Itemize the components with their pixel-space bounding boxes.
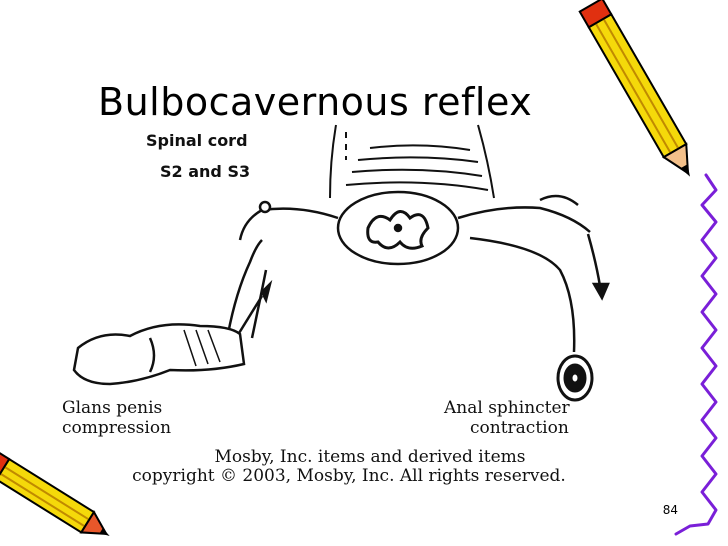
label-anal-line2: contraction	[470, 418, 569, 438]
efferent-pathway	[470, 234, 608, 352]
label-spinal-cord: Spinal cord	[146, 131, 248, 151]
label-anal-line1: Anal sphincter	[444, 398, 570, 418]
label-glans-line1: Glans penis	[62, 398, 162, 418]
credit-line1: Mosby, Inc. items and derived items	[140, 447, 600, 467]
label-spinal-segments: S2 and S3	[160, 162, 250, 182]
credit-line2: copyright © 2003, Mosby, Inc. All rights…	[44, 466, 654, 486]
penis-illustration	[74, 324, 244, 384]
spinal-cord-column	[330, 125, 494, 198]
spinal-cord-cross-section	[338, 192, 458, 264]
afferent-pathway	[228, 240, 270, 338]
anal-sphincter-illustration	[558, 356, 592, 400]
page-number: 84	[663, 503, 678, 517]
label-glans-line2: compression	[62, 418, 171, 438]
